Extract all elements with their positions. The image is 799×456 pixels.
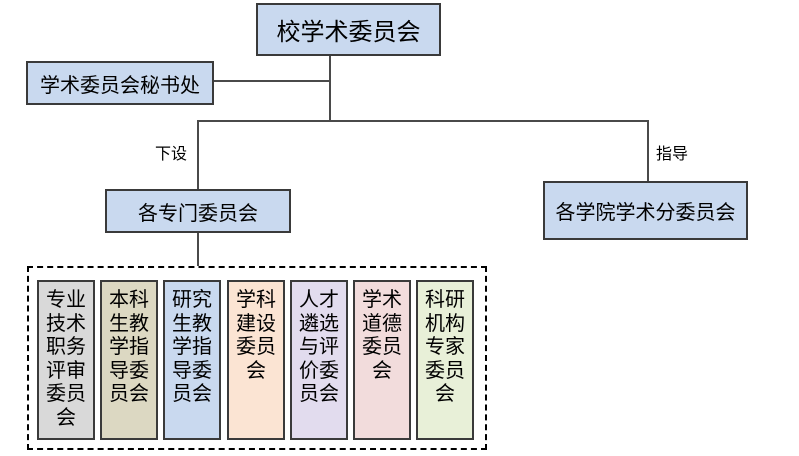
subcommittee-label: 研究生教学指导委员会 <box>172 287 212 405</box>
secretariat-label: 学术委员会秘书处 <box>40 72 200 97</box>
university-academic-committee-box: 校学术委员会 <box>256 3 441 56</box>
subcommittee-label: 科研机构专家委员会 <box>425 287 465 405</box>
special-committees-box: 各专门委员会 <box>105 189 291 233</box>
subcommittee-graduate-teaching: 研究生教学指导委员会 <box>163 280 221 440</box>
university-academic-committee-label: 校学术委员会 <box>276 18 421 46</box>
subcommittee-discipline-construction: 学科建设委员会 <box>227 280 285 440</box>
subcommittee-group <box>27 266 487 450</box>
secretariat-box: 学术委员会秘书处 <box>26 61 214 105</box>
connector-left-down <box>197 120 199 190</box>
label-xiashe: 下设 <box>155 144 188 163</box>
connector-right-down <box>647 120 649 182</box>
subcommittee-label: 专业技术职务评审委员会 <box>46 287 86 429</box>
special-committees-label: 各专门委员会 <box>138 200 258 225</box>
connector-special-to-group <box>197 232 199 266</box>
subcommittee-label: 本科生教学指导委员会 <box>109 287 149 405</box>
subcommittee-professional-title: 专业技术职务评审委员会 <box>37 280 95 440</box>
connector-horizontal <box>197 120 649 122</box>
subcommittee-label: 学科建设委员会 <box>236 287 276 382</box>
college-subcommittees-box: 各学院学术分委员会 <box>543 181 748 240</box>
subcommittee-academic-ethics: 学术道德委员会 <box>353 280 411 440</box>
subcommittee-undergraduate-teaching: 本科生教学指导委员会 <box>100 280 158 440</box>
label-zhidao: 指导 <box>656 144 689 163</box>
college-subcommittees-label: 各学院学术分委员会 <box>555 200 736 224</box>
connector-top-vertical <box>329 55 331 122</box>
subcommittee-talent-selection: 人才遴选与评价委员会 <box>290 280 348 440</box>
subcommittee-research-institution-experts: 科研机构专家委员会 <box>416 280 474 440</box>
subcommittee-label: 人才遴选与评价委员会 <box>299 287 339 405</box>
connector-secretariat <box>214 80 330 82</box>
subcommittee-label: 学术道德委员会 <box>362 287 402 382</box>
